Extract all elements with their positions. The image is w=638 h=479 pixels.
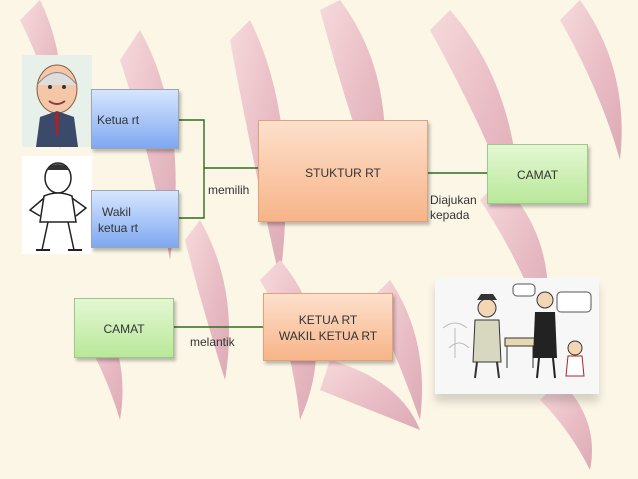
node-ketua-wakil: KETUA RT WAKIL KETUA RT xyxy=(263,293,393,361)
node-camat-right-label: CAMAT xyxy=(516,168,559,182)
node-ketua-wakil-line2: WAKIL KETUA RT xyxy=(278,329,378,343)
node-wakil-line1: Wakil xyxy=(102,205,131,219)
cartoon-image xyxy=(435,278,599,394)
edge-label-diajukan-line2: kepada xyxy=(430,208,470,222)
node-ketua-rt: Ketua rt xyxy=(91,89,179,149)
node-camat-left: CAMAT xyxy=(74,298,174,358)
edge-label-diajukan: Diajukan kepada xyxy=(430,193,477,223)
node-wakil-line2: ketua rt xyxy=(98,221,139,235)
node-wakil-ketua-rt: Wakil ketua rt xyxy=(91,190,179,248)
node-ketua-rt-label: Ketua rt xyxy=(97,113,140,127)
edge-label-melantik: melantik xyxy=(190,335,235,349)
node-struktur-rt-label: STUKTUR RT xyxy=(305,166,381,180)
edge-label-memilih: memilih xyxy=(208,183,250,197)
edge-label-diajukan-line1: Diajukan xyxy=(430,193,477,207)
node-camat-left-label: CAMAT xyxy=(103,322,145,336)
node-camat-right: CAMAT xyxy=(487,144,588,204)
wakil-photo xyxy=(22,156,92,254)
node-struktur-rt: STUKTUR RT xyxy=(258,120,428,222)
ketua-photo xyxy=(22,55,92,147)
node-ketua-wakil-line1: KETUA RT xyxy=(298,313,358,327)
